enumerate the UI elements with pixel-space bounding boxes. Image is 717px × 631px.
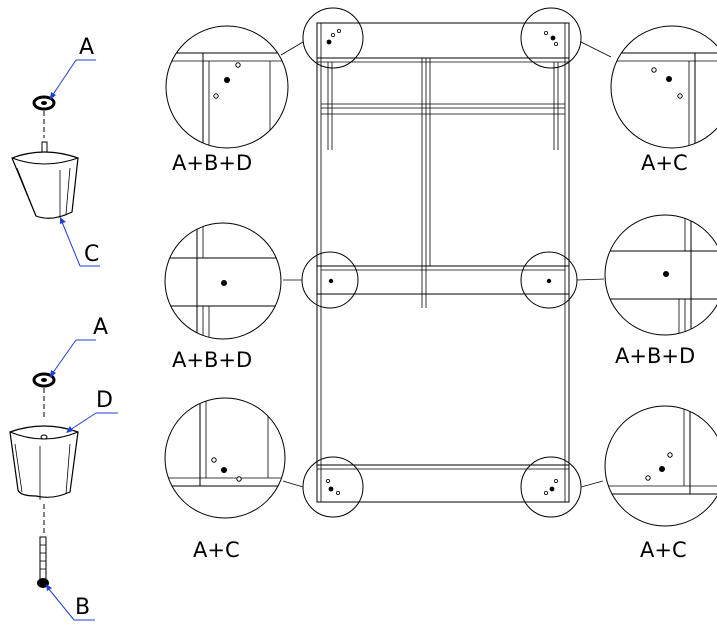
leg-assembly-a-c: A C	[11, 35, 100, 267]
callout-top-right: A+C	[641, 151, 688, 175]
washer-a-icon	[32, 372, 56, 388]
callout-middle-left: A+B+D	[172, 348, 252, 372]
washer-a-icon	[32, 95, 56, 111]
detail-circle-middle-left	[164, 222, 282, 340]
part-label-b: B	[75, 595, 90, 620]
leg-d-icon	[9, 425, 79, 500]
leg-c-icon	[11, 151, 79, 219]
part-label-a: A	[93, 315, 108, 340]
leg-assembly-a-b-d: A D B	[9, 315, 118, 621]
bed-frame	[280, 7, 612, 518]
part-label-a: A	[79, 35, 94, 60]
detail-circle-middle-right	[604, 214, 717, 336]
bolt-b-icon	[37, 536, 49, 588]
callout-top-left: A+B+D	[172, 151, 252, 175]
part-label-d: D	[96, 388, 113, 413]
detail-circle-bottom-right	[604, 405, 717, 527]
part-label-c: C	[84, 242, 99, 267]
detail-circle-top-right	[610, 25, 717, 149]
callout-bottom-left: A+C	[193, 538, 240, 562]
detail-circle-top-left	[165, 25, 289, 149]
detail-circle-bottom-left	[164, 397, 286, 519]
callout-bottom-right: A+C	[640, 538, 687, 562]
callout-middle-right: A+B+D	[615, 344, 695, 368]
